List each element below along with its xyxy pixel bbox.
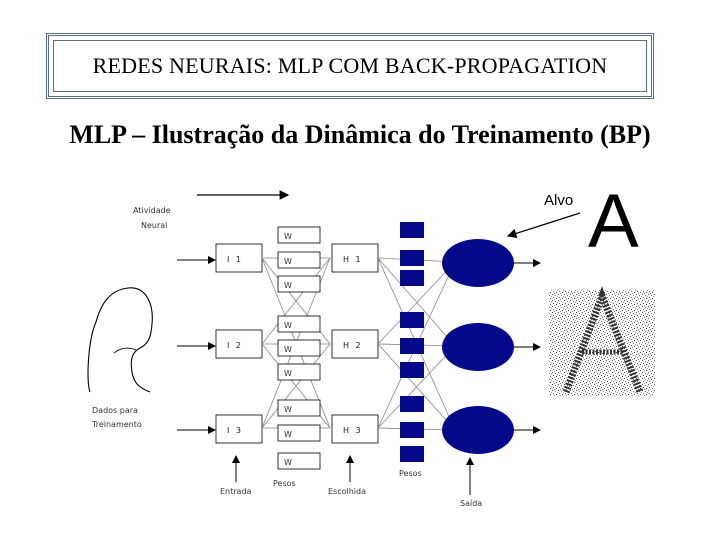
active-weight-box xyxy=(400,270,424,286)
weight-label: W xyxy=(284,369,292,378)
entrada-label: Entrada xyxy=(220,487,252,496)
escolhida-label: Escolhida xyxy=(328,487,366,496)
pesos-label-1: Pesos xyxy=(273,479,296,488)
noisy-output-pattern xyxy=(549,286,655,396)
weight-label: W xyxy=(284,405,292,414)
weight-label: W xyxy=(284,281,292,290)
active-weight-box xyxy=(400,422,424,438)
noise-field xyxy=(549,290,655,396)
weight-label: W xyxy=(284,430,292,439)
output-neuron-1 xyxy=(442,239,514,287)
dados-label-1: Dados para xyxy=(92,406,138,415)
alvo-arrow xyxy=(506,212,581,239)
weight-box xyxy=(277,315,321,333)
input-neuron-3 xyxy=(215,414,263,444)
alvo-label: Alvo xyxy=(544,192,573,209)
head-detail xyxy=(113,347,137,354)
active-weight-box xyxy=(400,250,424,266)
head-silhouette xyxy=(87,287,153,393)
weight-box xyxy=(277,452,321,470)
input-label-1: I 1 xyxy=(227,255,243,264)
hidden-neuron-3 xyxy=(331,414,379,444)
weight-box xyxy=(277,226,321,244)
weight-label: W xyxy=(284,345,292,354)
active-weight-box xyxy=(400,396,424,412)
input-neuron-2 xyxy=(215,329,263,359)
weight-box xyxy=(277,363,321,381)
input-label-3: I 3 xyxy=(227,426,243,435)
hidden-weight-boxes xyxy=(400,222,424,462)
active-weight-box xyxy=(400,362,424,378)
weight-label: W xyxy=(284,458,292,467)
input-neuron-1 xyxy=(215,243,263,273)
banner-inner-border xyxy=(53,40,647,92)
weight-box xyxy=(277,424,321,442)
active-weight-box xyxy=(400,312,424,328)
hidden-neuron-2 xyxy=(331,329,379,359)
hidden-label-1: H 1 xyxy=(343,255,363,264)
noisy-a-strokes xyxy=(562,286,644,394)
weight-label: W xyxy=(284,232,292,241)
input-weight-boxes: W W W W W W W W W xyxy=(277,226,321,470)
slide-subtitle: MLP – Ilustração da Dinâmica do Treiname… xyxy=(69,120,651,149)
weight-box xyxy=(277,339,321,357)
output-neurons xyxy=(442,239,514,454)
atividade-label: Atividade xyxy=(133,206,171,215)
active-weight-box xyxy=(400,446,424,462)
weight-box xyxy=(277,275,321,293)
pesos-label-2: Pesos xyxy=(399,469,422,478)
weight-box xyxy=(277,399,321,417)
output-neuron-2 xyxy=(442,323,514,371)
alvo-letter: A xyxy=(588,179,639,264)
hidden-neuron-1 xyxy=(331,243,379,273)
page-title: REDES NEURAIS: MLP COM BACK-PROPAGATION xyxy=(92,53,608,78)
saida-label: Saída xyxy=(460,499,482,508)
hidden-label-3: H 3 xyxy=(343,426,363,435)
weight-label: W xyxy=(284,257,292,266)
input-label-2: I 2 xyxy=(227,341,243,350)
output-neuron-3 xyxy=(442,406,514,454)
hidden-label-2: H 2 xyxy=(343,341,363,350)
weight-box xyxy=(277,251,321,269)
weight-label: W xyxy=(284,321,292,330)
title-banner: REDES NEURAIS: MLP COM BACK-PROPAGATION xyxy=(46,33,654,99)
active-weight-box xyxy=(400,338,424,354)
dados-label-2: Treinamento xyxy=(91,420,142,429)
active-weight-box xyxy=(400,222,424,238)
neural-label: Neural xyxy=(141,221,167,230)
